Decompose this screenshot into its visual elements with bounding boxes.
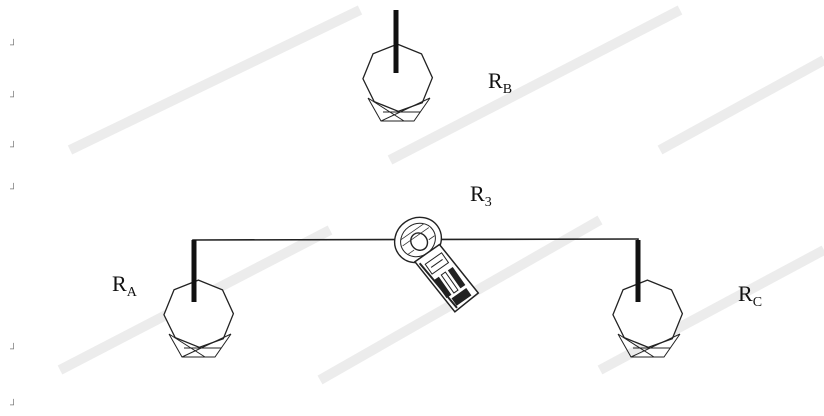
- electrode-c-base: [617, 333, 681, 358]
- rod-b-label: RB: [488, 68, 512, 97]
- ground-rod-c: [612, 240, 684, 358]
- ground-rod-b: [362, 10, 434, 122]
- margin-mark: ┘: [9, 38, 17, 51]
- clamp-meter-icon: [393, 216, 480, 313]
- electrode-a-octagon: [163, 279, 235, 349]
- margin-mark: ┘: [9, 182, 17, 195]
- meter-label: R3: [470, 181, 492, 210]
- ground-rod-a: [163, 240, 235, 358]
- electrode-b-octagon: [362, 43, 434, 113]
- rod-a-label: RA: [112, 271, 138, 300]
- margin-mark: ┘: [9, 140, 17, 153]
- margin-mark: ┘: [9, 398, 17, 411]
- margin-marks: ┘ ┘ ┘ ┘ ┘ ┘: [9, 38, 17, 411]
- electrode-b-base: [367, 97, 431, 122]
- electrode-a-base: [168, 333, 232, 358]
- rod-c-label: RC: [738, 281, 762, 310]
- margin-mark: ┘: [9, 90, 17, 103]
- electrode-c-octagon: [612, 279, 684, 349]
- margin-mark: ┘: [9, 342, 17, 355]
